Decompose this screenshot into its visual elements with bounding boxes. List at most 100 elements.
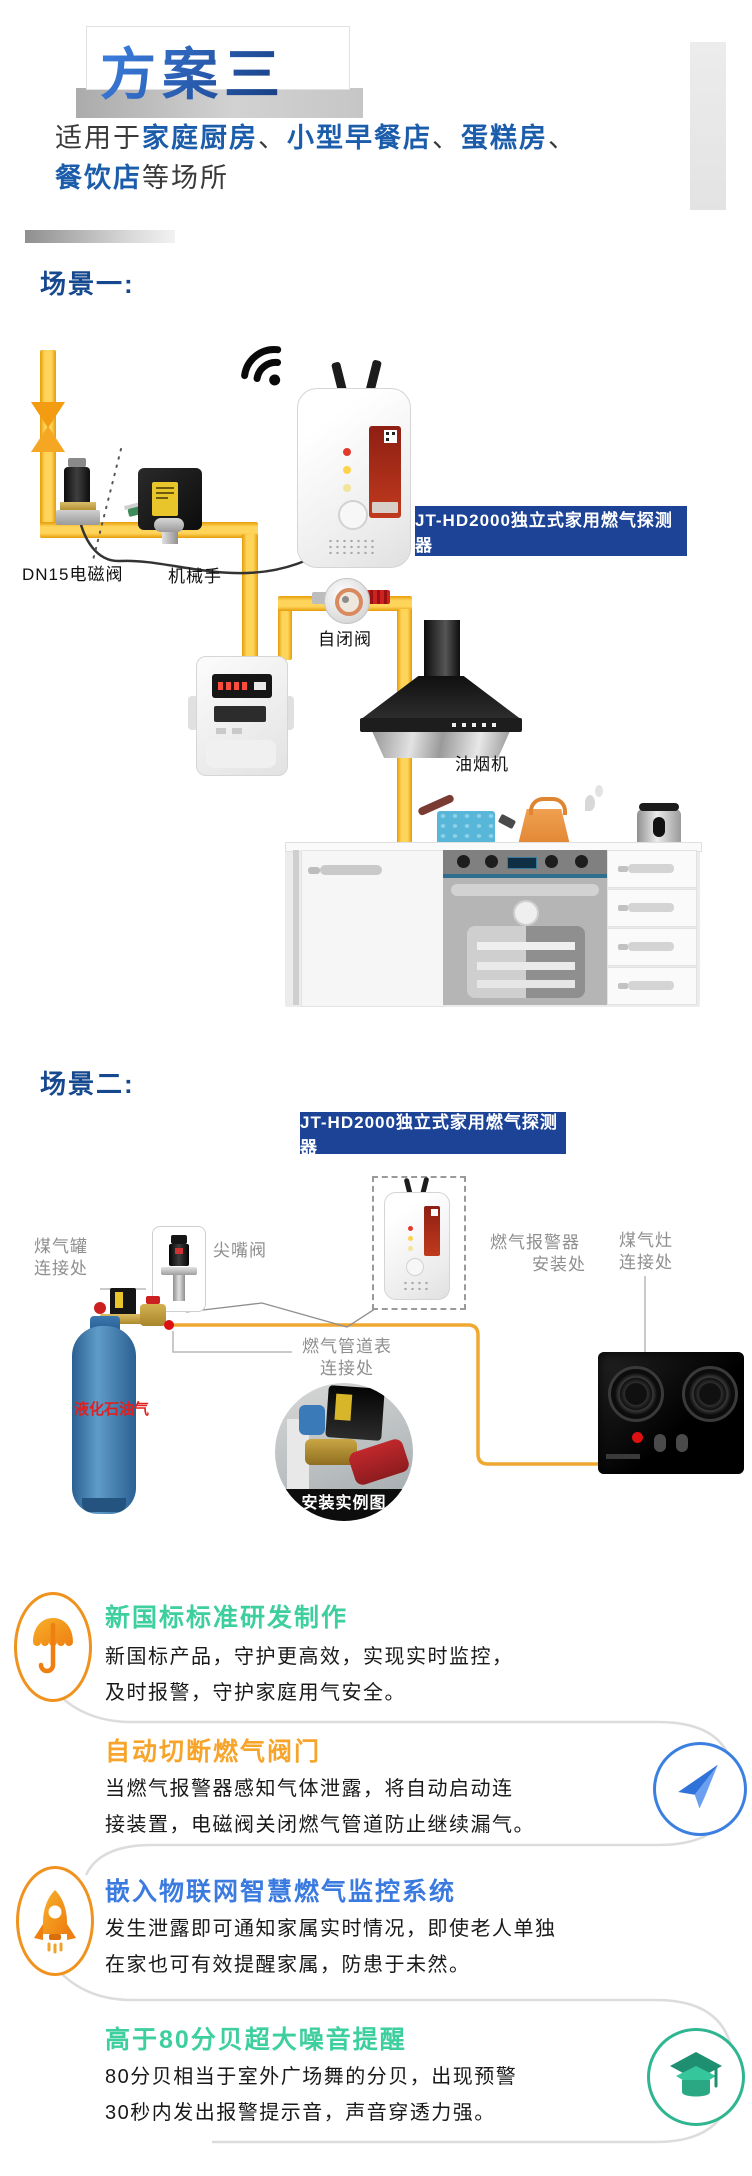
steam-puff — [585, 795, 595, 811]
gas-stove — [598, 1352, 744, 1474]
pressure-regulator — [140, 1296, 166, 1326]
stove-knob — [654, 1434, 666, 1452]
cylinder-valve — [110, 1288, 136, 1316]
gas-pipe-meter-in — [242, 534, 258, 660]
cylinder-body — [72, 1326, 136, 1514]
connection-dot — [164, 1320, 174, 1330]
lpg-text: 液化石油气 — [74, 1401, 150, 1418]
connection-dot — [632, 1432, 643, 1443]
kitchen-illustration — [285, 785, 702, 1007]
stove-connection-label: 煤气灶 连接处 — [619, 1231, 673, 1272]
hood-chimney — [424, 620, 460, 680]
feature-title: 嵌入物联网智慧燃气监控系统 — [105, 1878, 457, 1906]
rocket-icon — [16, 1866, 94, 1976]
feature-text: 新国标产品，守护更高效，实现实时监控， — [105, 1646, 514, 1668]
cylinder-foot — [82, 1498, 126, 1512]
speaker-grille — [327, 538, 377, 554]
stove-knob — [676, 1434, 688, 1452]
subtitle-part: 、 — [258, 123, 287, 153]
cooking-pot — [437, 811, 495, 847]
tank-connection-label: 煤气罐 连接处 — [34, 1237, 88, 1278]
umbrella-icon — [14, 1592, 92, 1702]
pipe-valve-icon — [31, 402, 65, 428]
gas-detector — [297, 359, 411, 568]
pressure-cooker — [637, 803, 681, 847]
subtitle-part: 等场所 — [142, 163, 229, 193]
kettle-handle — [529, 797, 567, 815]
detector-badge: JT-HD2000独立式家用燃气探测器 — [415, 506, 687, 556]
label-text-block — [372, 502, 398, 513]
feature-text: 当燃气报警器感知气体泄露，将自动启动连 — [105, 1778, 514, 1800]
page-title: 方案三 — [100, 30, 350, 111]
valve-wheel — [94, 1302, 106, 1314]
pipe-valve-icon — [31, 426, 65, 452]
subtitle-part: 、 — [548, 123, 577, 153]
pipe-meter-label: 燃气管道表 连接处 — [302, 1337, 392, 1378]
qr-code — [384, 430, 397, 443]
oven-dial — [513, 900, 539, 926]
scene2-heading: 场景二: — [40, 1069, 135, 1099]
cabinet-divider — [293, 850, 299, 1005]
paper-plane-icon — [653, 1742, 747, 1836]
subtitle-part: 蛋糕房 — [461, 123, 548, 153]
product-label — [369, 426, 401, 518]
utensil — [497, 813, 517, 830]
subtitle: 适用于家庭厨房、小型早餐店、蛋糕房、 餐饮店等场所 — [55, 118, 675, 198]
feature-title: 新国标标准研发制作 — [105, 1604, 349, 1632]
oven-unit — [443, 850, 607, 1005]
gas-pipe-main — [40, 522, 258, 538]
subtitle-part: 小型早餐店 — [287, 123, 432, 153]
gas-detector-small — [384, 1176, 450, 1300]
detector-cable — [76, 511, 339, 575]
solenoid-label: DN15电磁阀 — [22, 565, 124, 584]
gas-hose — [170, 1323, 658, 1466]
label-connector — [172, 1331, 292, 1353]
title-box — [86, 26, 350, 90]
steam-puff — [595, 785, 603, 797]
stove-logo — [606, 1454, 640, 1459]
decor-bar-right — [690, 42, 726, 210]
brass-bar — [100, 1314, 164, 1324]
subtitle-part: 餐饮店 — [55, 163, 142, 193]
nozzle-valve-label: 尖嘴阀 — [213, 1241, 267, 1260]
feature-title: 高于80分贝超大噪音提醒 — [105, 2026, 407, 2054]
oven-handle — [451, 884, 599, 896]
hood-filters — [372, 732, 510, 758]
photo-caption-band: 安装实例图 — [275, 1489, 413, 1521]
feature-text: 接装置，电磁阀关闭燃气管道防止继续漏气。 — [105, 1814, 535, 1836]
feature-text: 及时报警，守护家庭用气安全。 — [105, 1682, 406, 1704]
subtitle-part: 适用于 — [55, 123, 142, 153]
self-closing-valve-label: 自闭阀 — [318, 630, 372, 649]
status-led-yellow — [343, 466, 351, 474]
graduation-cap-icon — [647, 2028, 745, 2126]
label-connector — [185, 1302, 385, 1328]
oven-window — [467, 926, 585, 998]
robot-hand-label: 机械手 — [168, 567, 222, 586]
feature-text: 30秒内发出报警提示音，声音穿透力强。 — [105, 2102, 496, 2124]
test-button — [338, 500, 368, 530]
feature-text: 80分贝相当于室外广场舞的分贝，出现预警 — [105, 2066, 518, 2088]
scene1-heading: 场景一: — [40, 269, 135, 299]
photo-actuator — [325, 1385, 385, 1441]
decor-wedge-left — [25, 230, 175, 243]
subtitle-part: 家庭厨房 — [142, 123, 258, 153]
title-shadow-band — [76, 88, 363, 118]
feature-text: 在家也可有效提醒家属，防患于未然。 — [105, 1954, 471, 1976]
photo-pipe — [287, 1419, 309, 1489]
status-led-red — [343, 448, 351, 456]
photo-caption: 安装实例图 — [301, 1495, 387, 1512]
nozzle-valve-callout — [152, 1226, 206, 1312]
dotted-divider-line — [91, 448, 122, 565]
burner — [682, 1366, 738, 1422]
drawer-stack — [607, 850, 697, 1005]
oven-display — [507, 857, 537, 869]
status-led-yellow — [343, 484, 351, 492]
range-hood-label: 油烟机 — [455, 755, 509, 774]
detector-badge-2: JT-HD2000独立式家用燃气探测器 — [300, 1112, 566, 1157]
subtitle-part: 、 — [432, 123, 461, 153]
feature-text: 发生泄露即可通知家属实时情况，即使老人单独 — [105, 1918, 557, 1940]
alarm-position-label: 燃气报警器 安装处 — [490, 1233, 586, 1274]
hood-band — [360, 718, 522, 732]
install-example-photo: 安装实例图 — [275, 1383, 413, 1521]
